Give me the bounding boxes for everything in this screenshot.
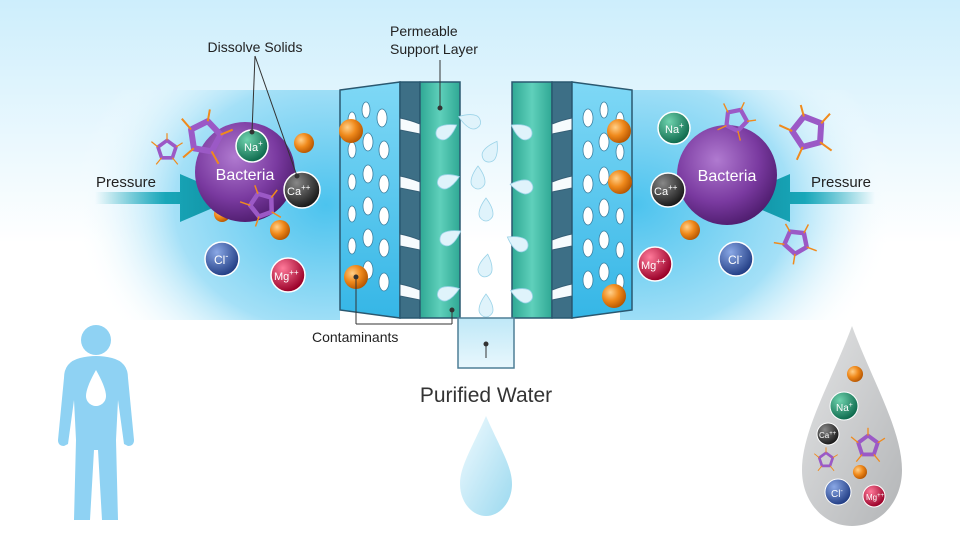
ca-ion-left	[283, 171, 321, 209]
bacteria-right	[677, 125, 777, 225]
cl-label-drop: Cl-	[831, 488, 843, 500]
label-permeable-line1: Permeable	[390, 23, 458, 39]
contaminant-particles	[214, 119, 700, 308]
mg-ion-right	[637, 246, 673, 282]
pore-holes-left	[347, 101, 390, 292]
mg-label-drop: Mg++	[866, 493, 885, 502]
left-membrane	[339, 81, 461, 319]
na-ion-right	[657, 111, 691, 145]
mg-label-left: Mg++	[274, 268, 299, 283]
na-label-right: Na+	[665, 121, 684, 136]
label-bacteria-right: Bacteria	[698, 168, 757, 185]
label-permeable-line2: Support Layer	[390, 41, 478, 57]
label-pressure-right: Pressure	[811, 174, 871, 191]
mg-label-right: Mg++	[641, 257, 666, 272]
label-purified-water: Purified Water	[420, 384, 552, 407]
human-silhouette-icon	[58, 325, 134, 520]
cl-ion-left	[204, 241, 240, 277]
cl-label-left: Cl-	[214, 251, 228, 267]
pore-holes-right	[582, 101, 625, 291]
ca-ion-right	[650, 172, 686, 208]
ca-label-left: Ca++	[287, 183, 311, 198]
mg-ion-left	[270, 257, 306, 293]
ca-label-drop: Ca++	[819, 431, 837, 440]
na-label-left: Na+	[244, 139, 263, 154]
right-membrane	[511, 81, 633, 319]
label-pressure-left: Pressure	[96, 174, 156, 191]
contaminant-drop-icon	[802, 326, 902, 526]
na-label-drop: Na+	[836, 402, 853, 414]
cl-label-right: Cl-	[728, 251, 742, 267]
label-dissolve-solids: Dissolve Solids	[208, 39, 303, 55]
cl-ion-right	[718, 241, 754, 277]
water-drop-icon	[460, 416, 512, 516]
callout-lines	[249, 55, 489, 358]
label-bacteria-left: Bacteria	[216, 167, 275, 184]
label-contaminants: Contaminants	[312, 329, 398, 345]
ca-label-right: Ca++	[654, 183, 678, 198]
